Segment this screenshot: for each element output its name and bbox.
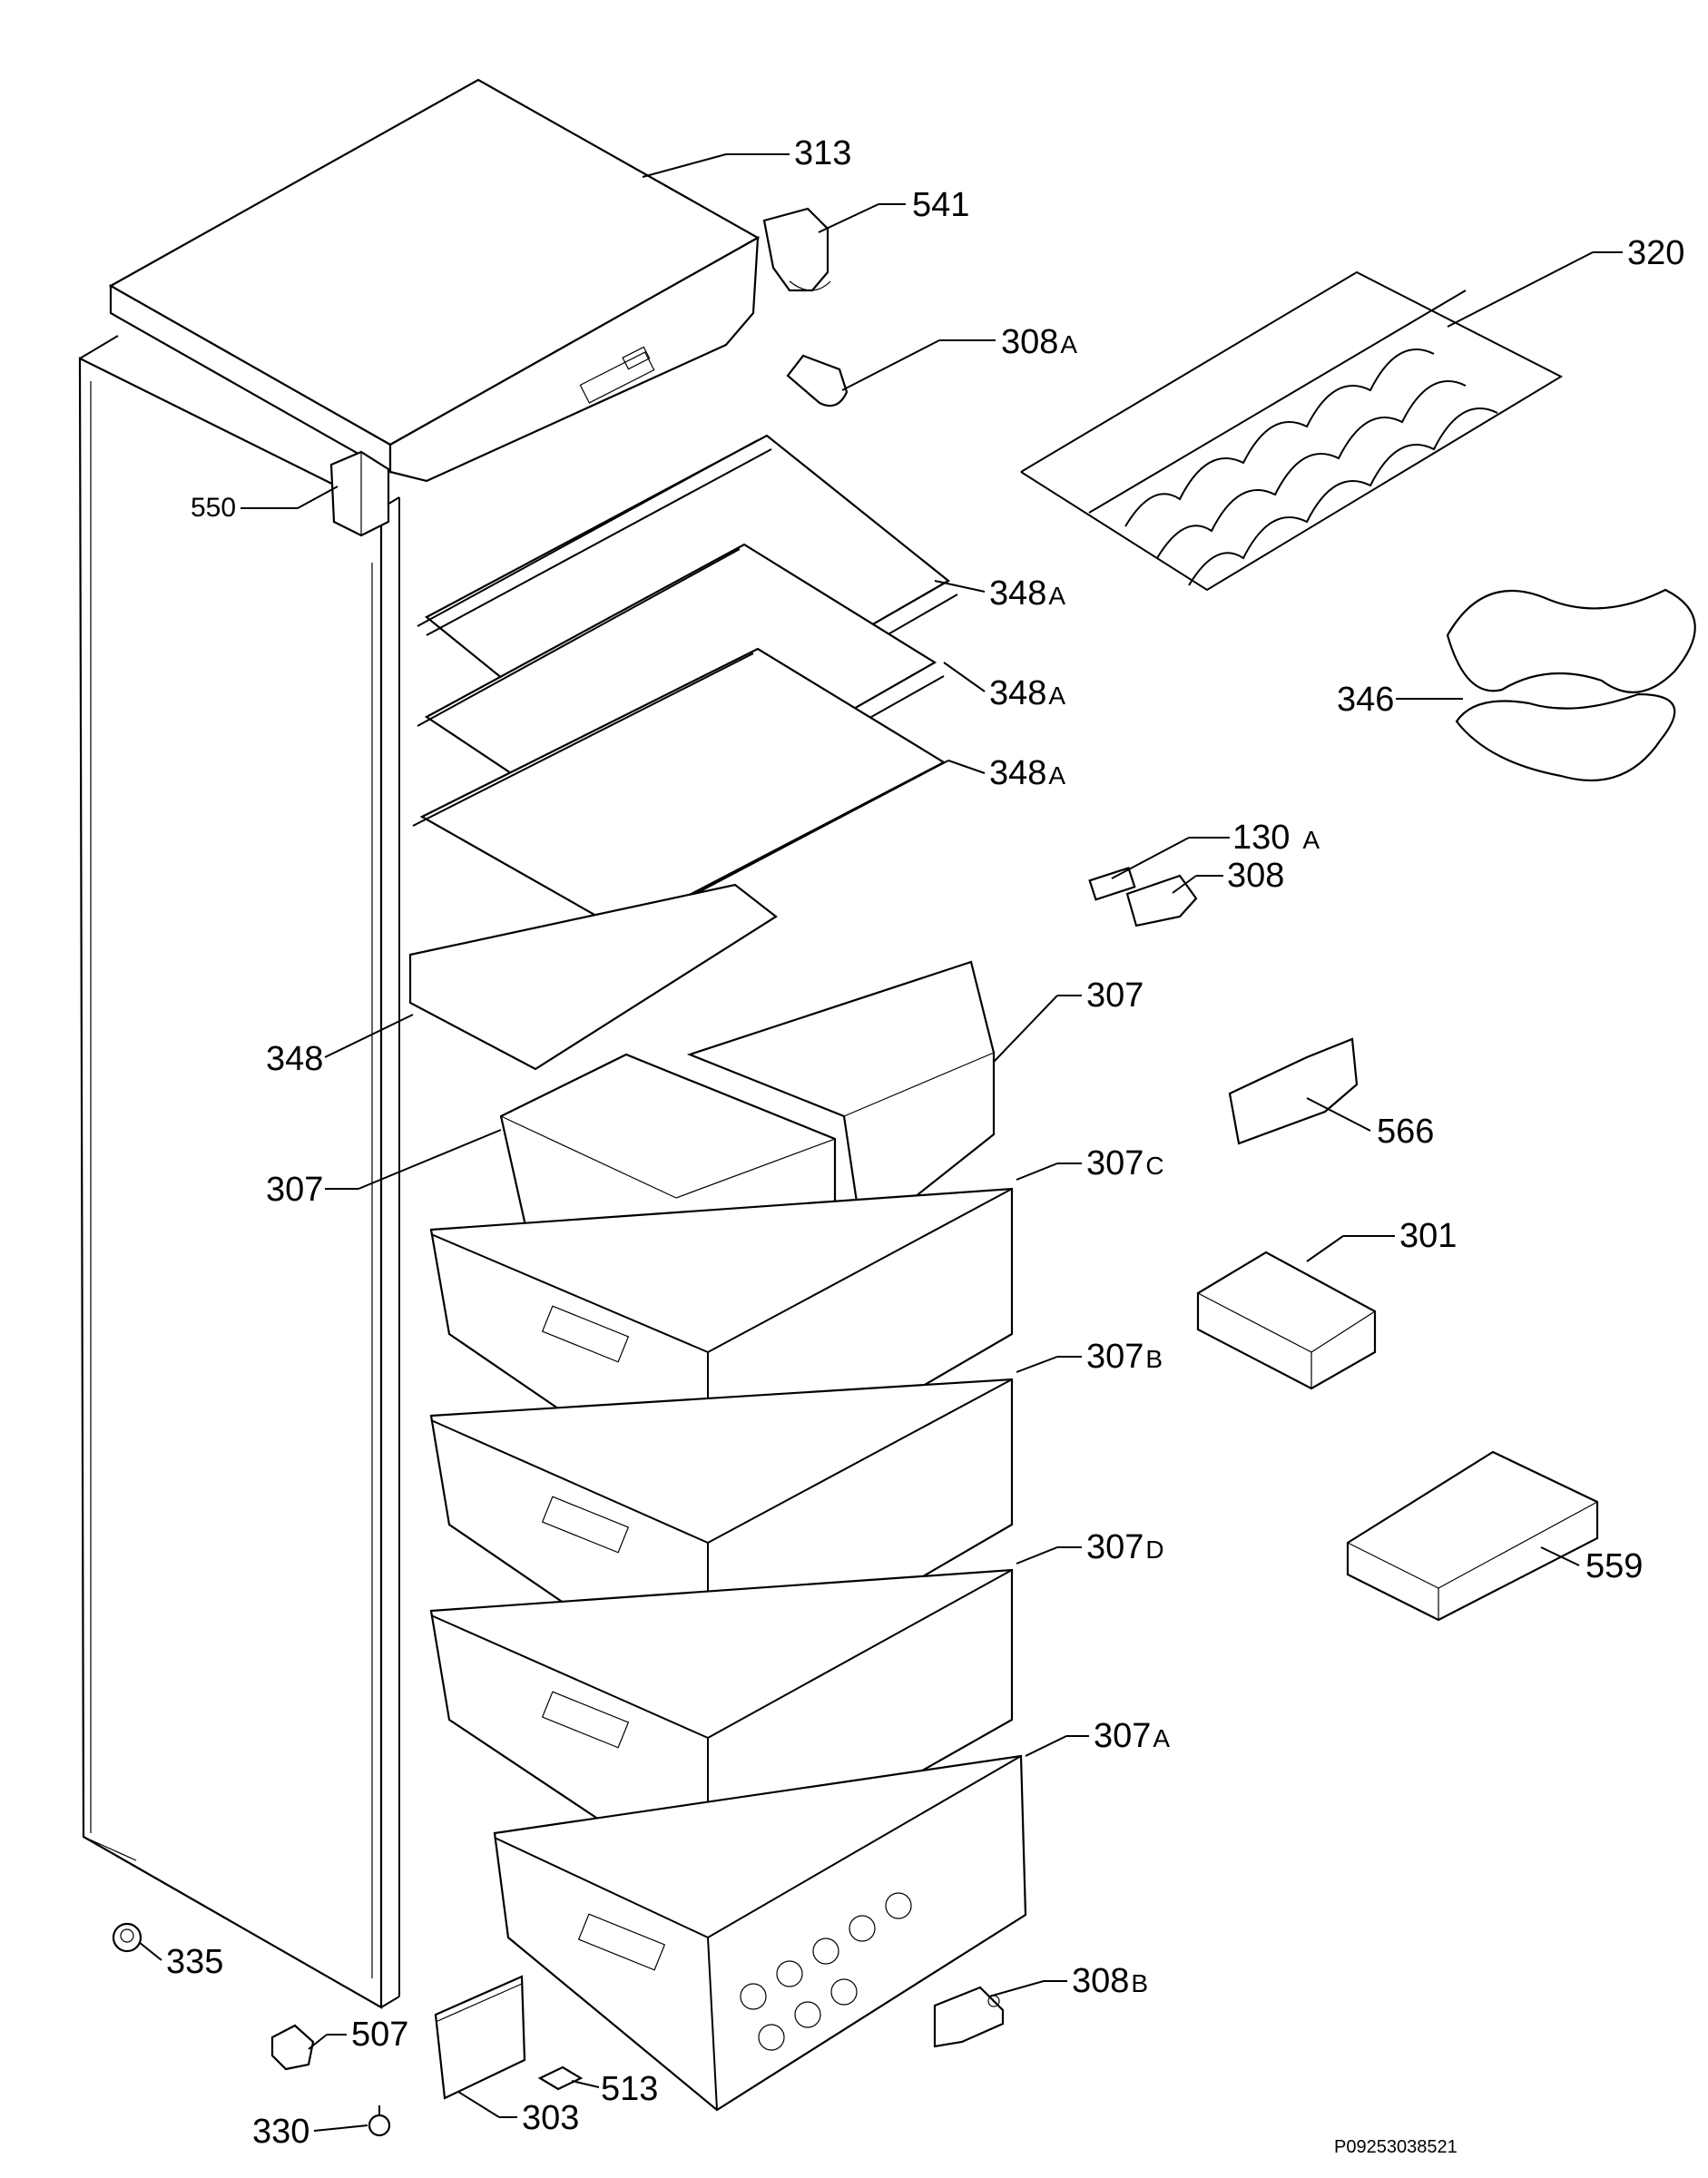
- callout-313: 313: [794, 134, 852, 172]
- hinge-plate-130a: [1090, 868, 1135, 899]
- clip-507: [272, 2026, 313, 2069]
- hinge-308a: [788, 356, 847, 406]
- callout-308a: 308A: [1001, 323, 1078, 361]
- pad-513: [540, 2067, 581, 2089]
- screw-330: [369, 2105, 389, 2135]
- glass-plate-348: [410, 885, 776, 1069]
- callout-348: 348: [266, 1040, 324, 1078]
- callout-541: 541: [912, 186, 970, 224]
- callout-320: 320: [1627, 234, 1685, 272]
- callout-307d: 307D: [1086, 1528, 1164, 1566]
- ice-scraper-566: [1230, 1039, 1357, 1143]
- container-346: [1448, 590, 1695, 780]
- callout-513: 513: [601, 2070, 659, 2108]
- callout-307-top: 307: [1086, 976, 1144, 1015]
- glass-shelf-348a-3: [413, 649, 948, 930]
- callout-346: 346: [1337, 681, 1395, 719]
- callout-507: 507: [351, 2016, 409, 2054]
- hinge-bracket-541: [764, 209, 830, 290]
- callout-559: 559: [1585, 1547, 1644, 1585]
- cabinet-body: [80, 336, 399, 2007]
- callout-348a-1: 348A: [989, 574, 1066, 613]
- callout-566: 566: [1377, 1113, 1435, 1151]
- callout-303: 303: [522, 2099, 580, 2137]
- wine-rack-320: [1021, 272, 1561, 590]
- leader-lines: [139, 154, 1623, 2131]
- ice-tray-301: [1198, 1252, 1375, 1388]
- freezer-drawer-307a: [495, 1756, 1026, 2110]
- callout-330: 330: [252, 2113, 310, 2151]
- top-cover-313: [111, 80, 758, 481]
- kickplate-303: [436, 1977, 525, 2098]
- callout-307a: 307A: [1094, 1717, 1171, 1755]
- crisper-drawer-307-right: [690, 962, 994, 1239]
- callout-308b: 308B: [1072, 1962, 1149, 2000]
- callout-307c: 307C: [1086, 1144, 1164, 1182]
- foot-335: [113, 1924, 141, 1951]
- document-id: P09253038521: [1334, 2137, 1458, 2157]
- callout-335: 335: [166, 1943, 224, 1981]
- callout-301: 301: [1399, 1217, 1458, 1255]
- callout-308: 308: [1227, 857, 1285, 895]
- callout-348a-2: 348A: [989, 674, 1066, 712]
- cold-pack-559: [1348, 1452, 1597, 1620]
- callout-307-left: 307: [266, 1171, 324, 1209]
- callout-550: 550: [191, 493, 237, 523]
- callout-307b: 307B: [1086, 1338, 1163, 1376]
- callout-348a-3: 348A: [989, 754, 1066, 792]
- block-550: [331, 452, 388, 535]
